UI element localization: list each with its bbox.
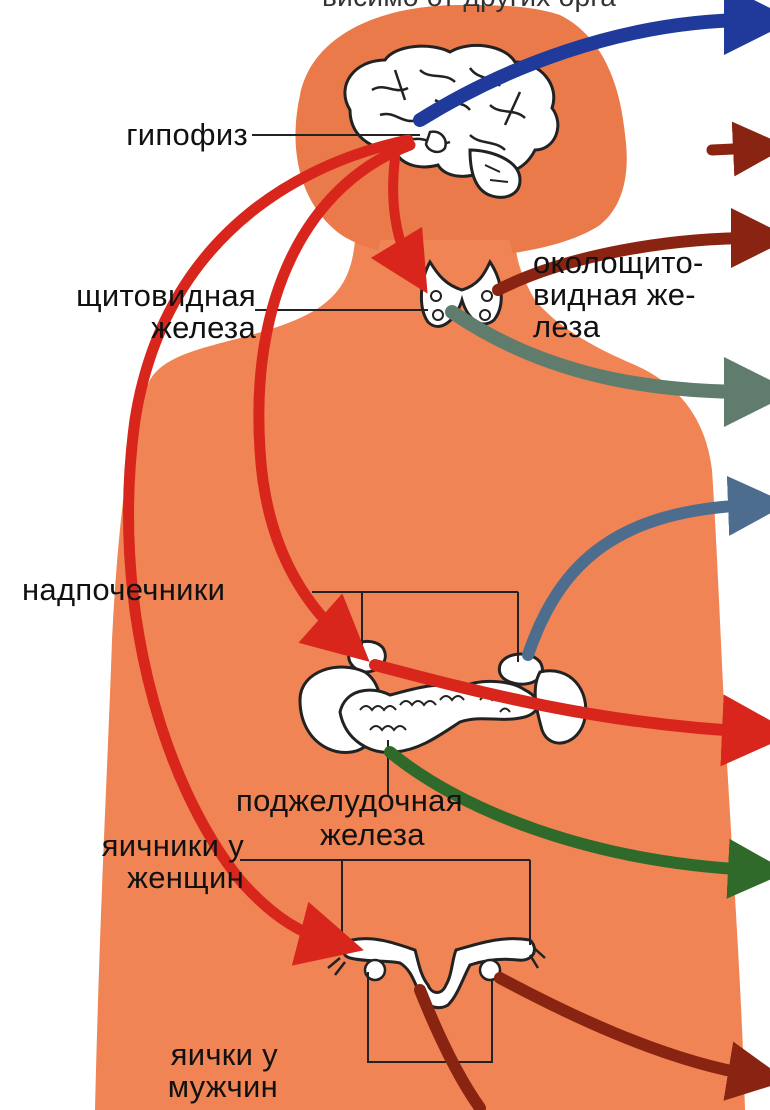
parathyroid-gland: [480, 310, 490, 320]
label-thyroid-line1: щитовидная: [0, 279, 256, 313]
label-ovaries-line1: яичники у: [0, 829, 244, 863]
label-pancreas-line1: поджелудочная: [236, 784, 463, 818]
label-adrenals: надпочечники: [22, 573, 225, 607]
label-parathyroid-line3: леза: [533, 310, 600, 344]
label-parathyroid-line1: околощито-: [533, 246, 704, 280]
parathyroid-gland: [482, 291, 492, 301]
label-pituitary: гипофиз: [60, 118, 248, 152]
parathyroid-gland: [433, 310, 443, 320]
top-cut-text: висимо от других орга: [322, 0, 616, 14]
label-thyroid-line2: железа: [0, 311, 256, 345]
label-ovaries-line2: женщин: [0, 861, 244, 895]
parathyroid-gland: [431, 291, 441, 301]
brown-arrow-head: [712, 148, 755, 150]
label-pancreas-line2: железа: [320, 818, 425, 852]
label-testes-line1: яички у: [0, 1038, 278, 1072]
body-silhouette: [95, 5, 745, 1110]
label-parathyroid-line2: видная же-: [533, 278, 696, 312]
label-testes-line2: мужчин: [0, 1070, 278, 1104]
